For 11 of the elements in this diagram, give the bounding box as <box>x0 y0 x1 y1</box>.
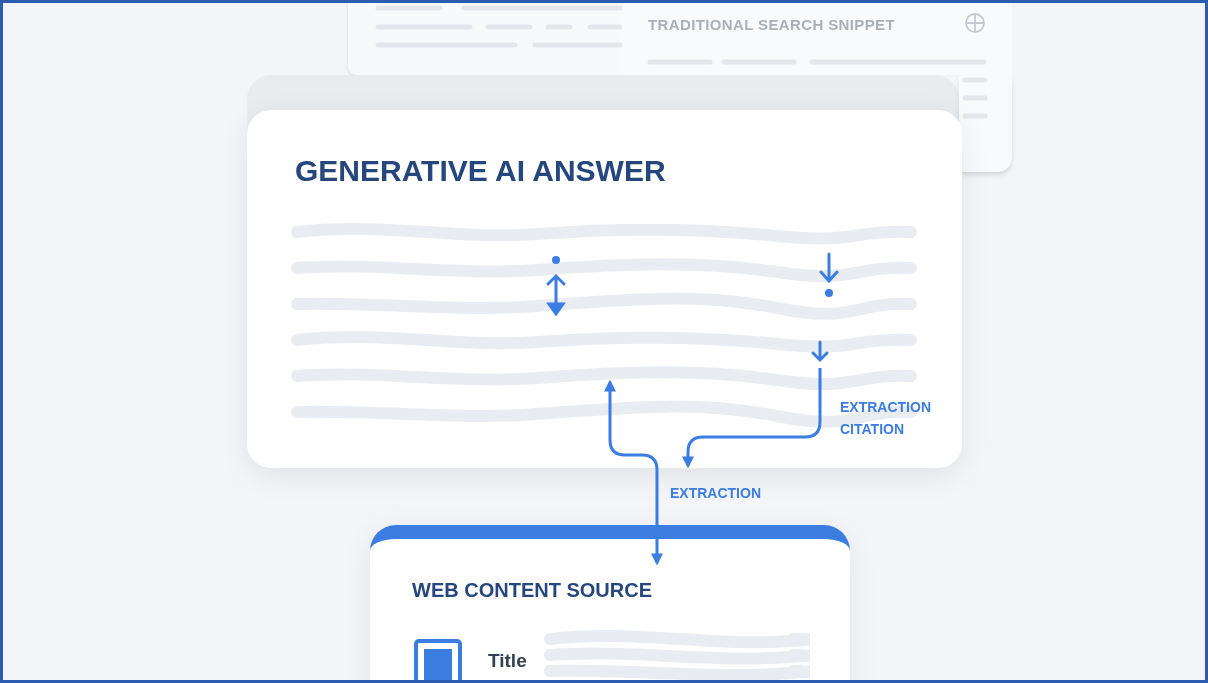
arrow <box>604 379 663 566</box>
source-card <box>370 525 850 683</box>
card-title: GENERATIVE AI ANSWER <box>295 153 666 189</box>
edge-label: EXTRACTION <box>670 484 762 503</box>
item-title: Title <box>488 649 527 673</box>
card-title: WEB CONTENT SOURCE <box>412 578 652 603</box>
snippet-card <box>622 0 1012 75</box>
edge-label: EXTRACTION CITATION <box>840 398 932 439</box>
answer-card <box>247 110 962 468</box>
arrow <box>682 368 822 469</box>
card-title: TRADITIONAL SEARCH SNIPPET <box>648 15 895 35</box>
